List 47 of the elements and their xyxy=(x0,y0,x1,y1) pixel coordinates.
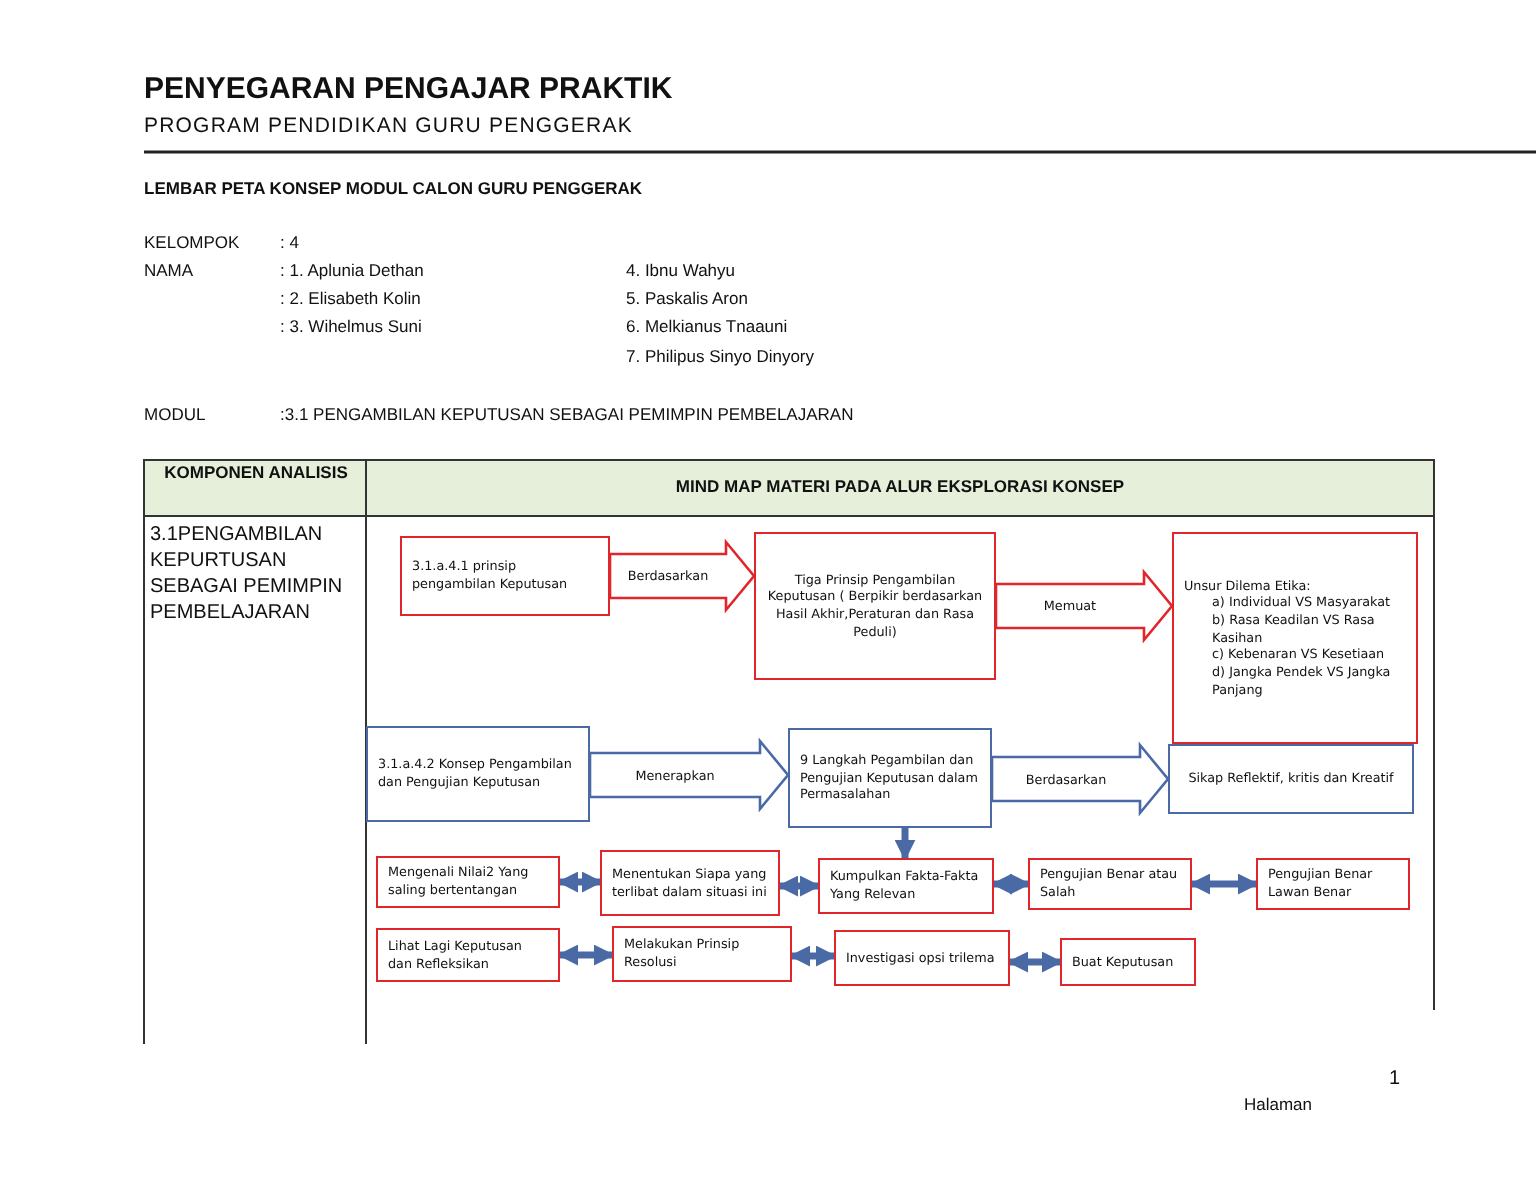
subtitle: PROGRAM PENDIDIKAN GURU PENGGERAK xyxy=(144,114,633,138)
name-list-item: 7. Philipus Sinyo Dinyory xyxy=(626,346,815,366)
double-arrow xyxy=(557,944,615,966)
field-value: : 4 xyxy=(280,232,299,252)
concept-box xyxy=(1168,744,1414,814)
block-arrow xyxy=(588,737,790,813)
concept-box xyxy=(818,858,994,914)
concept-box xyxy=(1172,532,1418,744)
concept-box xyxy=(1060,938,1196,986)
column-header: KOMPONEN ANALISIS xyxy=(164,462,348,482)
page-footer-label: Halaman xyxy=(1244,1094,1313,1114)
concept-box xyxy=(754,532,996,680)
name-list-item: : 1. Aplunia Dethan xyxy=(280,260,424,280)
double-arrow xyxy=(557,871,603,893)
arrow xyxy=(894,828,916,861)
title: PENYEGARAN PENGAJAR PRAKTIK xyxy=(144,72,673,106)
double-arrow xyxy=(777,875,821,897)
concept-box xyxy=(612,926,792,982)
name-list-item: : 3. Wihelmus Suni xyxy=(280,316,422,336)
heading: LEMBAR PETA KONSEP MODUL CALON GURU PENGGERAK xyxy=(144,178,643,198)
name-list-item: 6. Melkianus Tnaauni xyxy=(626,316,788,336)
concept-box xyxy=(366,726,590,822)
concept-box xyxy=(1256,858,1410,910)
concept-box xyxy=(1028,858,1192,910)
field-label: NAMA xyxy=(144,260,194,280)
block-arrow xyxy=(608,538,756,614)
concept-box xyxy=(376,928,560,982)
page-number: 1 xyxy=(1388,1068,1400,1090)
double-arrow xyxy=(1007,951,1063,973)
name-list-item: : 2. Elisabeth Kolin xyxy=(280,288,421,308)
block-arrow xyxy=(994,568,1174,644)
block-arrow xyxy=(990,741,1170,817)
double-arrow xyxy=(1189,873,1259,895)
concept-box xyxy=(376,856,560,908)
field-label: MODUL xyxy=(144,404,206,424)
concept-box xyxy=(834,930,1010,986)
concept-box xyxy=(788,728,992,828)
field-value: :3.1 PENGAMBILAN KEPUTUSAN SEBAGAI PEMIMPIN PEMBELAJARAN xyxy=(280,404,854,424)
double-arrow xyxy=(789,945,837,967)
concept-box xyxy=(600,850,780,916)
name-list-item: 4. Ibnu Wahyu xyxy=(626,260,735,280)
row-heading: 3.1PENGAMBILAN KEPURTUSAN SEBAGAI PEMIMPIN PEMBELAJARAN xyxy=(150,524,343,624)
name-list-item: 5. Paskalis Aron xyxy=(626,288,748,308)
concept-box xyxy=(400,536,610,616)
double-arrow xyxy=(991,873,1031,895)
column-header: MIND MAP MATERI PADA ALUR EKSPLORASI KONSEP xyxy=(675,476,1125,496)
field-label: KELOMPOK xyxy=(144,232,240,252)
